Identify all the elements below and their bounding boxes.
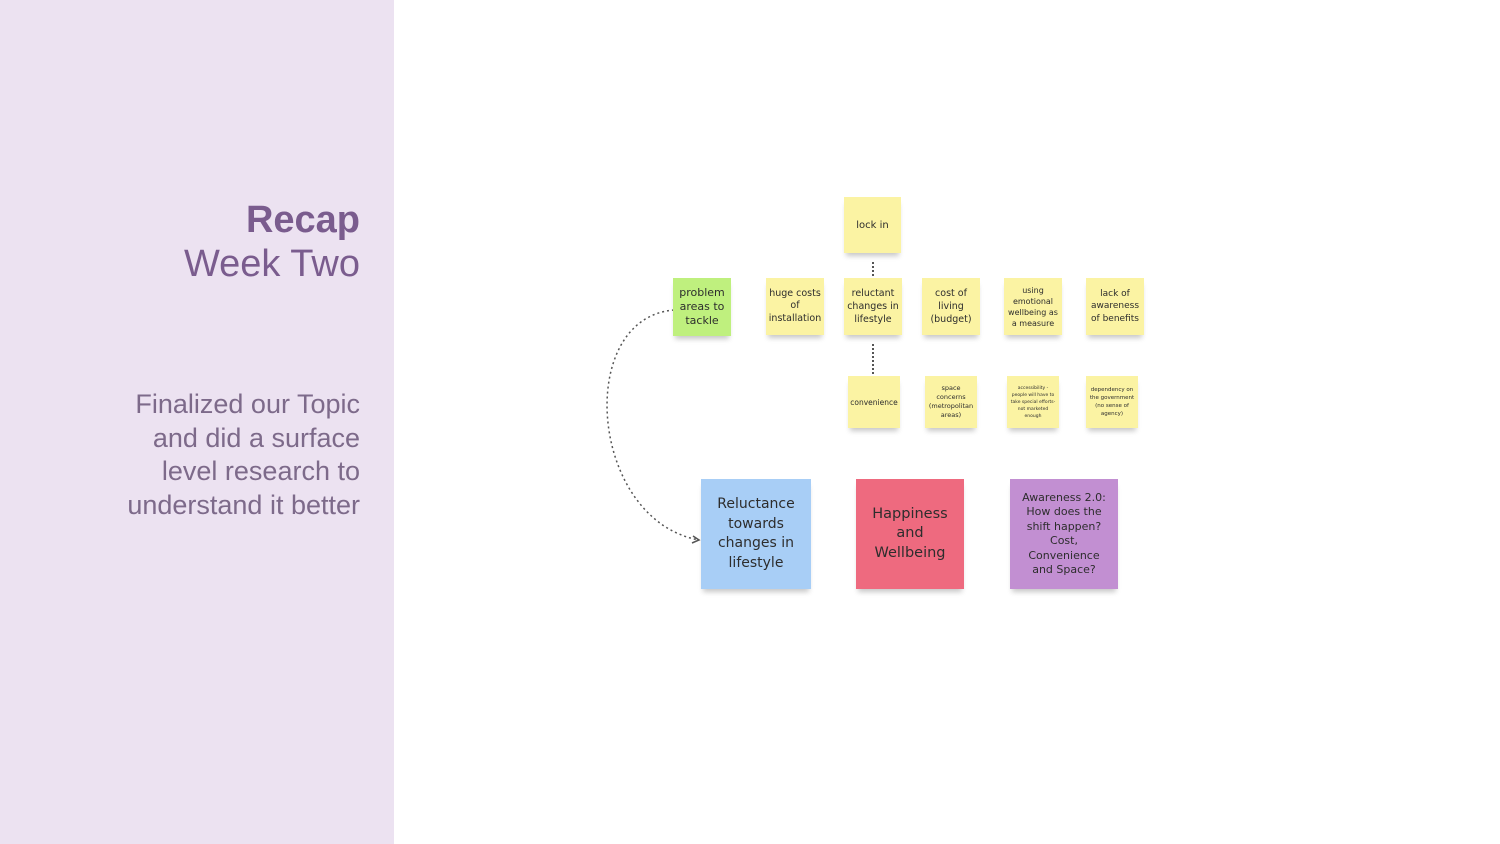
slide-title: Recap [245, 199, 360, 241]
connector-convenience [872, 344, 874, 374]
note-cost-of-living[interactable]: cost of living (budget) [922, 278, 980, 335]
connector-lockin [872, 262, 874, 276]
left-panel: Recap Week Two Finalized our Topic and d… [0, 0, 394, 844]
note-convenience[interactable]: convenience [848, 376, 900, 428]
note-theme-reluctance[interactable]: Reluctance towards changes in lifestyle [701, 479, 811, 589]
note-space-concerns[interactable]: space concerns (metropolitan areas) [925, 376, 977, 428]
slide-summary: Finalized our Topic and did a surface le… [127, 389, 360, 520]
note-lack-of-awareness[interactable]: lack of awareness of benefits [1086, 278, 1144, 335]
note-theme-happiness[interactable]: Happiness and Wellbeing [856, 479, 964, 589]
sticky-note-board: lock in problem areas to tackle huge cos… [394, 0, 1500, 844]
note-huge-costs[interactable]: huge costs of installation [766, 278, 824, 335]
note-theme-awareness[interactable]: Awareness 2.0: How does the shift happen… [1010, 479, 1118, 589]
note-accessibility[interactable]: accessibility - people will have to take… [1007, 376, 1059, 428]
slide-subtitle: Week Two [183, 243, 360, 285]
note-reluctant-changes[interactable]: reluctant changes in lifestyle [844, 278, 902, 335]
note-lock-in[interactable]: lock in [844, 197, 901, 253]
note-problem-areas[interactable]: problem areas to tackle [673, 278, 731, 336]
note-emotional-wellbeing[interactable]: using emotional wellbeing as a measure [1004, 278, 1062, 335]
curved-connector [606, 309, 701, 544]
note-dependency-government[interactable]: dependency on the government (no sense o… [1086, 376, 1138, 428]
